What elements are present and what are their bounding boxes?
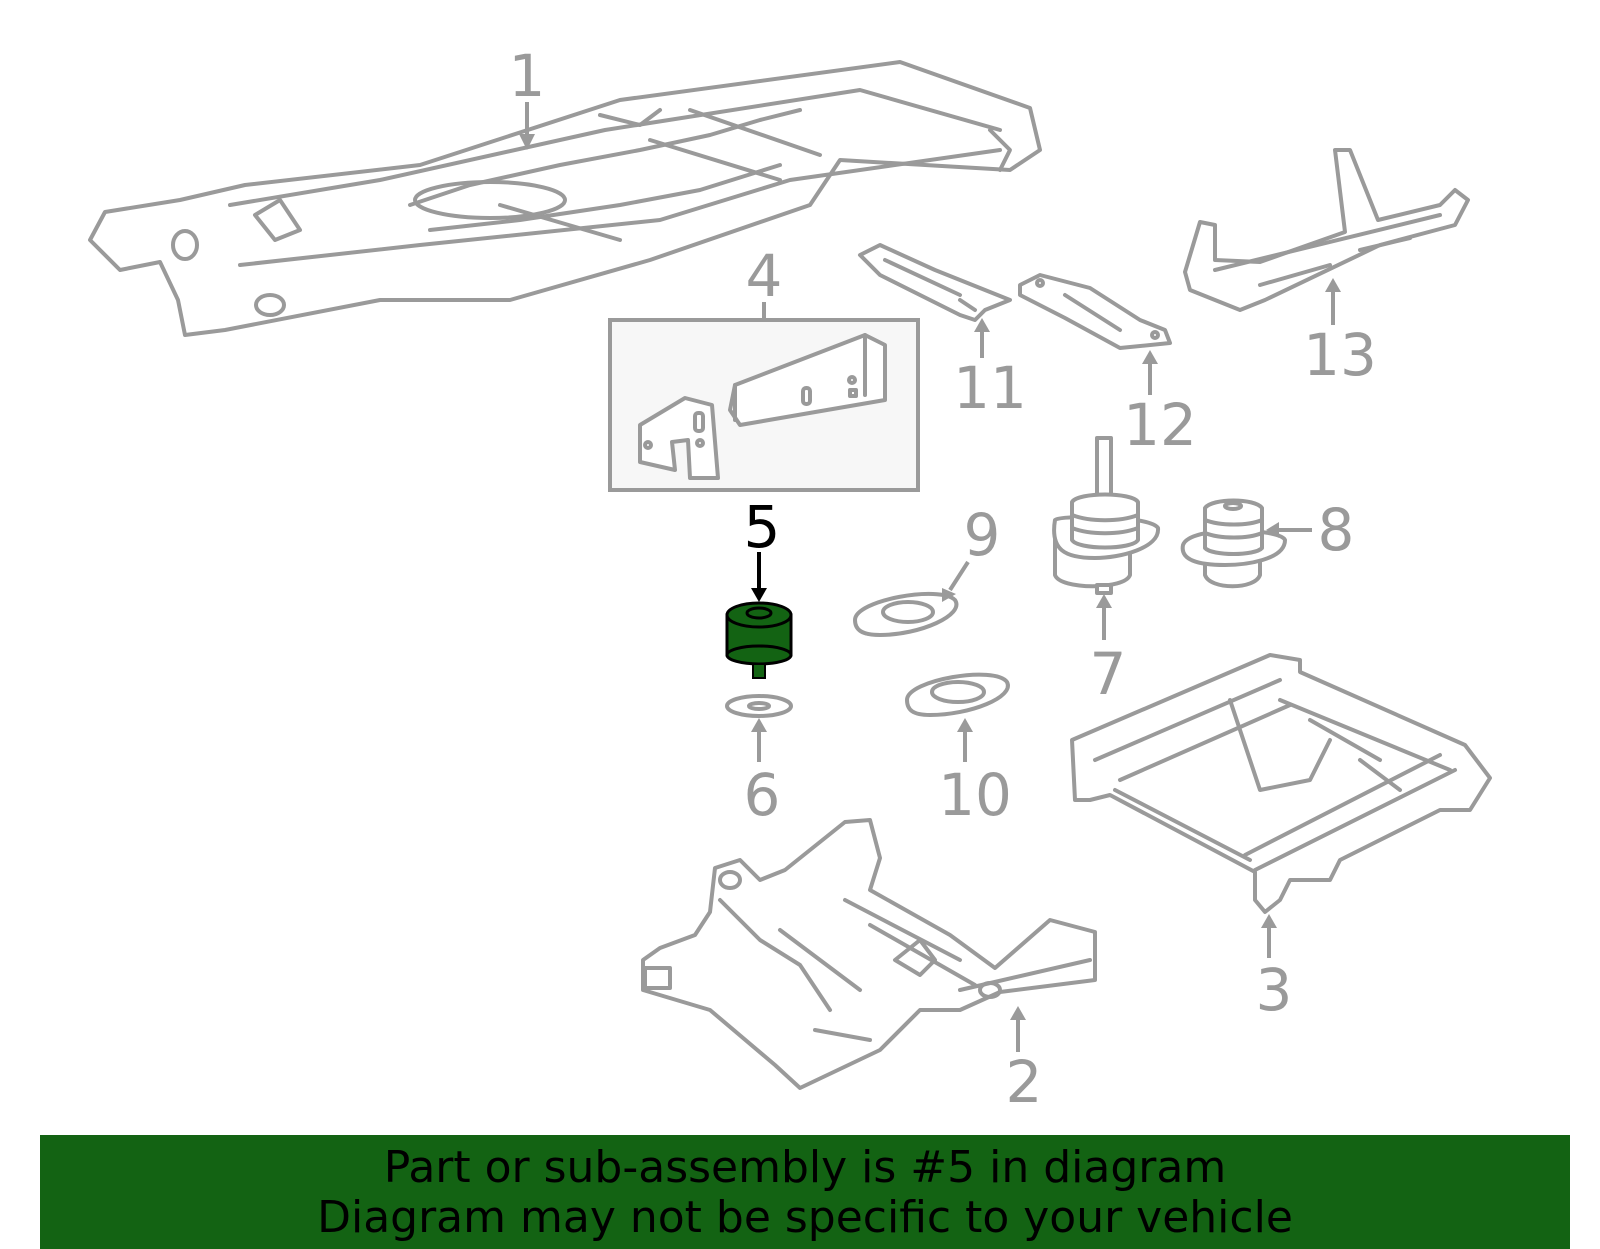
callout-7: 7 (1090, 640, 1127, 708)
crossmember-part-3 (1070, 653, 1492, 914)
callout-1: 1 (509, 42, 546, 110)
arrow-11 (974, 318, 990, 332)
frame-part-1 (88, 60, 1042, 337)
callout-6: 6 (744, 761, 781, 829)
callout-10: 10 (938, 761, 1012, 829)
arrow-5 (751, 588, 767, 602)
arrow-10 (957, 718, 973, 732)
banner-line-1: Part or sub-assembly is #5 in diagram (383, 1142, 1227, 1193)
arrow-13 (1325, 278, 1341, 292)
mount-part-8 (1180, 498, 1287, 589)
callout-5: 5 (744, 493, 781, 561)
callout-12: 12 (1123, 391, 1197, 459)
plate-part-12 (1018, 273, 1172, 350)
body-mount-part-5 (725, 601, 793, 679)
washer-part-6 (725, 694, 793, 718)
mount-part-7 (1052, 436, 1160, 595)
arrow-1 (519, 134, 535, 150)
bracket-part-11 (858, 243, 1012, 322)
skid-plate-part-13 (1183, 148, 1470, 312)
leader-9 (948, 560, 970, 592)
crossmember-part-2 (641, 818, 1097, 1090)
part-info-banner: Part or sub-assembly is #5 in diagram Di… (40, 1135, 1570, 1249)
arrow-3 (1261, 914, 1277, 928)
bracket-kit-part-4 (608, 318, 920, 492)
arrow-12 (1142, 350, 1158, 364)
arrow-8 (1266, 522, 1279, 538)
arrow-7 (1096, 594, 1112, 608)
callout-4: 4 (746, 242, 783, 310)
callout-11: 11 (953, 354, 1027, 422)
callout-8: 8 (1318, 496, 1355, 564)
arrow-6 (751, 718, 767, 732)
banner-line-2: Diagram may not be specific to your vehi… (317, 1192, 1293, 1243)
gasket-part-10 (905, 672, 1010, 717)
callout-13: 13 (1303, 321, 1377, 389)
arrow-2 (1010, 1006, 1026, 1020)
callout-2: 2 (1006, 1048, 1043, 1116)
callout-3: 3 (1256, 956, 1293, 1024)
gasket-part-9 (853, 591, 959, 637)
arrow-9 (942, 588, 956, 602)
callout-9: 9 (964, 501, 1001, 569)
